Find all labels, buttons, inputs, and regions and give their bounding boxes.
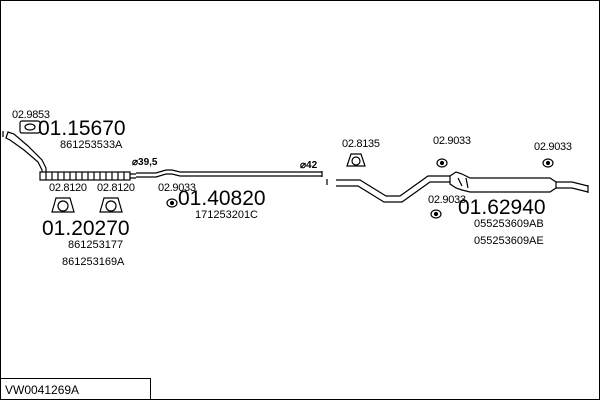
gasket-code-right: 02.8120 — [97, 182, 135, 194]
diameter-label-centre: ⌀42 — [300, 160, 318, 171]
gasket-icon-right — [99, 197, 123, 213]
clamp-icon — [19, 120, 41, 134]
centre-pipe-shape — [136, 169, 322, 178]
rear-mount-code-1: 02.9033 — [433, 135, 471, 147]
rear-silencer-oem-number-2: 055253609AE — [474, 235, 544, 247]
rubber-mount-icon — [346, 153, 366, 167]
drawing-id: VW0041269A — [5, 383, 80, 397]
rubber-mount-code: 02.8135 — [342, 138, 380, 150]
rear-mount-code-3: 02.9033 — [428, 194, 466, 206]
mount-ring-icon-rear-3 — [430, 209, 442, 219]
flexible-pipe-oem-number-1: 861253177 — [68, 239, 124, 251]
centre-pipe-number: 01.40820 — [178, 187, 266, 210]
silencer-hanger — [457, 177, 469, 189]
mount-ring-icon-rear-2 — [542, 158, 554, 168]
centre-pipe-oem-number: 171253201C — [195, 209, 259, 221]
centre-mount-code: 02.9033 — [158, 182, 196, 194]
mount-ring-icon-rear-1 — [436, 158, 448, 168]
rear-silencer-number: 01.62940 — [458, 196, 546, 219]
diameter-label-flex: ⌀39,5 — [132, 157, 158, 168]
gasket-icon-left — [51, 197, 75, 213]
flexible-pipe-shape — [39, 171, 136, 181]
mount-ring-icon-centre — [166, 198, 178, 208]
clamp-code: 02.9853 — [12, 109, 50, 121]
gasket-code-left: 02.8120 — [49, 182, 87, 194]
drawing-id-box: VW0041269A — [0, 378, 151, 400]
rear-mount-code-2: 02.9033 — [534, 141, 572, 153]
flexible-pipe-number: 01.20270 — [42, 217, 130, 240]
front-pipe-oem-number: 861253533A — [60, 139, 123, 151]
tail-pipe-shape — [556, 181, 589, 193]
flexible-pipe-oem-number-2: 861253169A — [62, 256, 125, 268]
centre-pipe-ends — [321, 171, 328, 185]
front-pipe-number: 01.15670 — [38, 117, 126, 140]
rear-silencer-shape — [449, 171, 557, 193]
rear-silencer-oem-number-1: 055253609AB — [474, 218, 544, 230]
rear-pipe-shape — [336, 175, 450, 203]
